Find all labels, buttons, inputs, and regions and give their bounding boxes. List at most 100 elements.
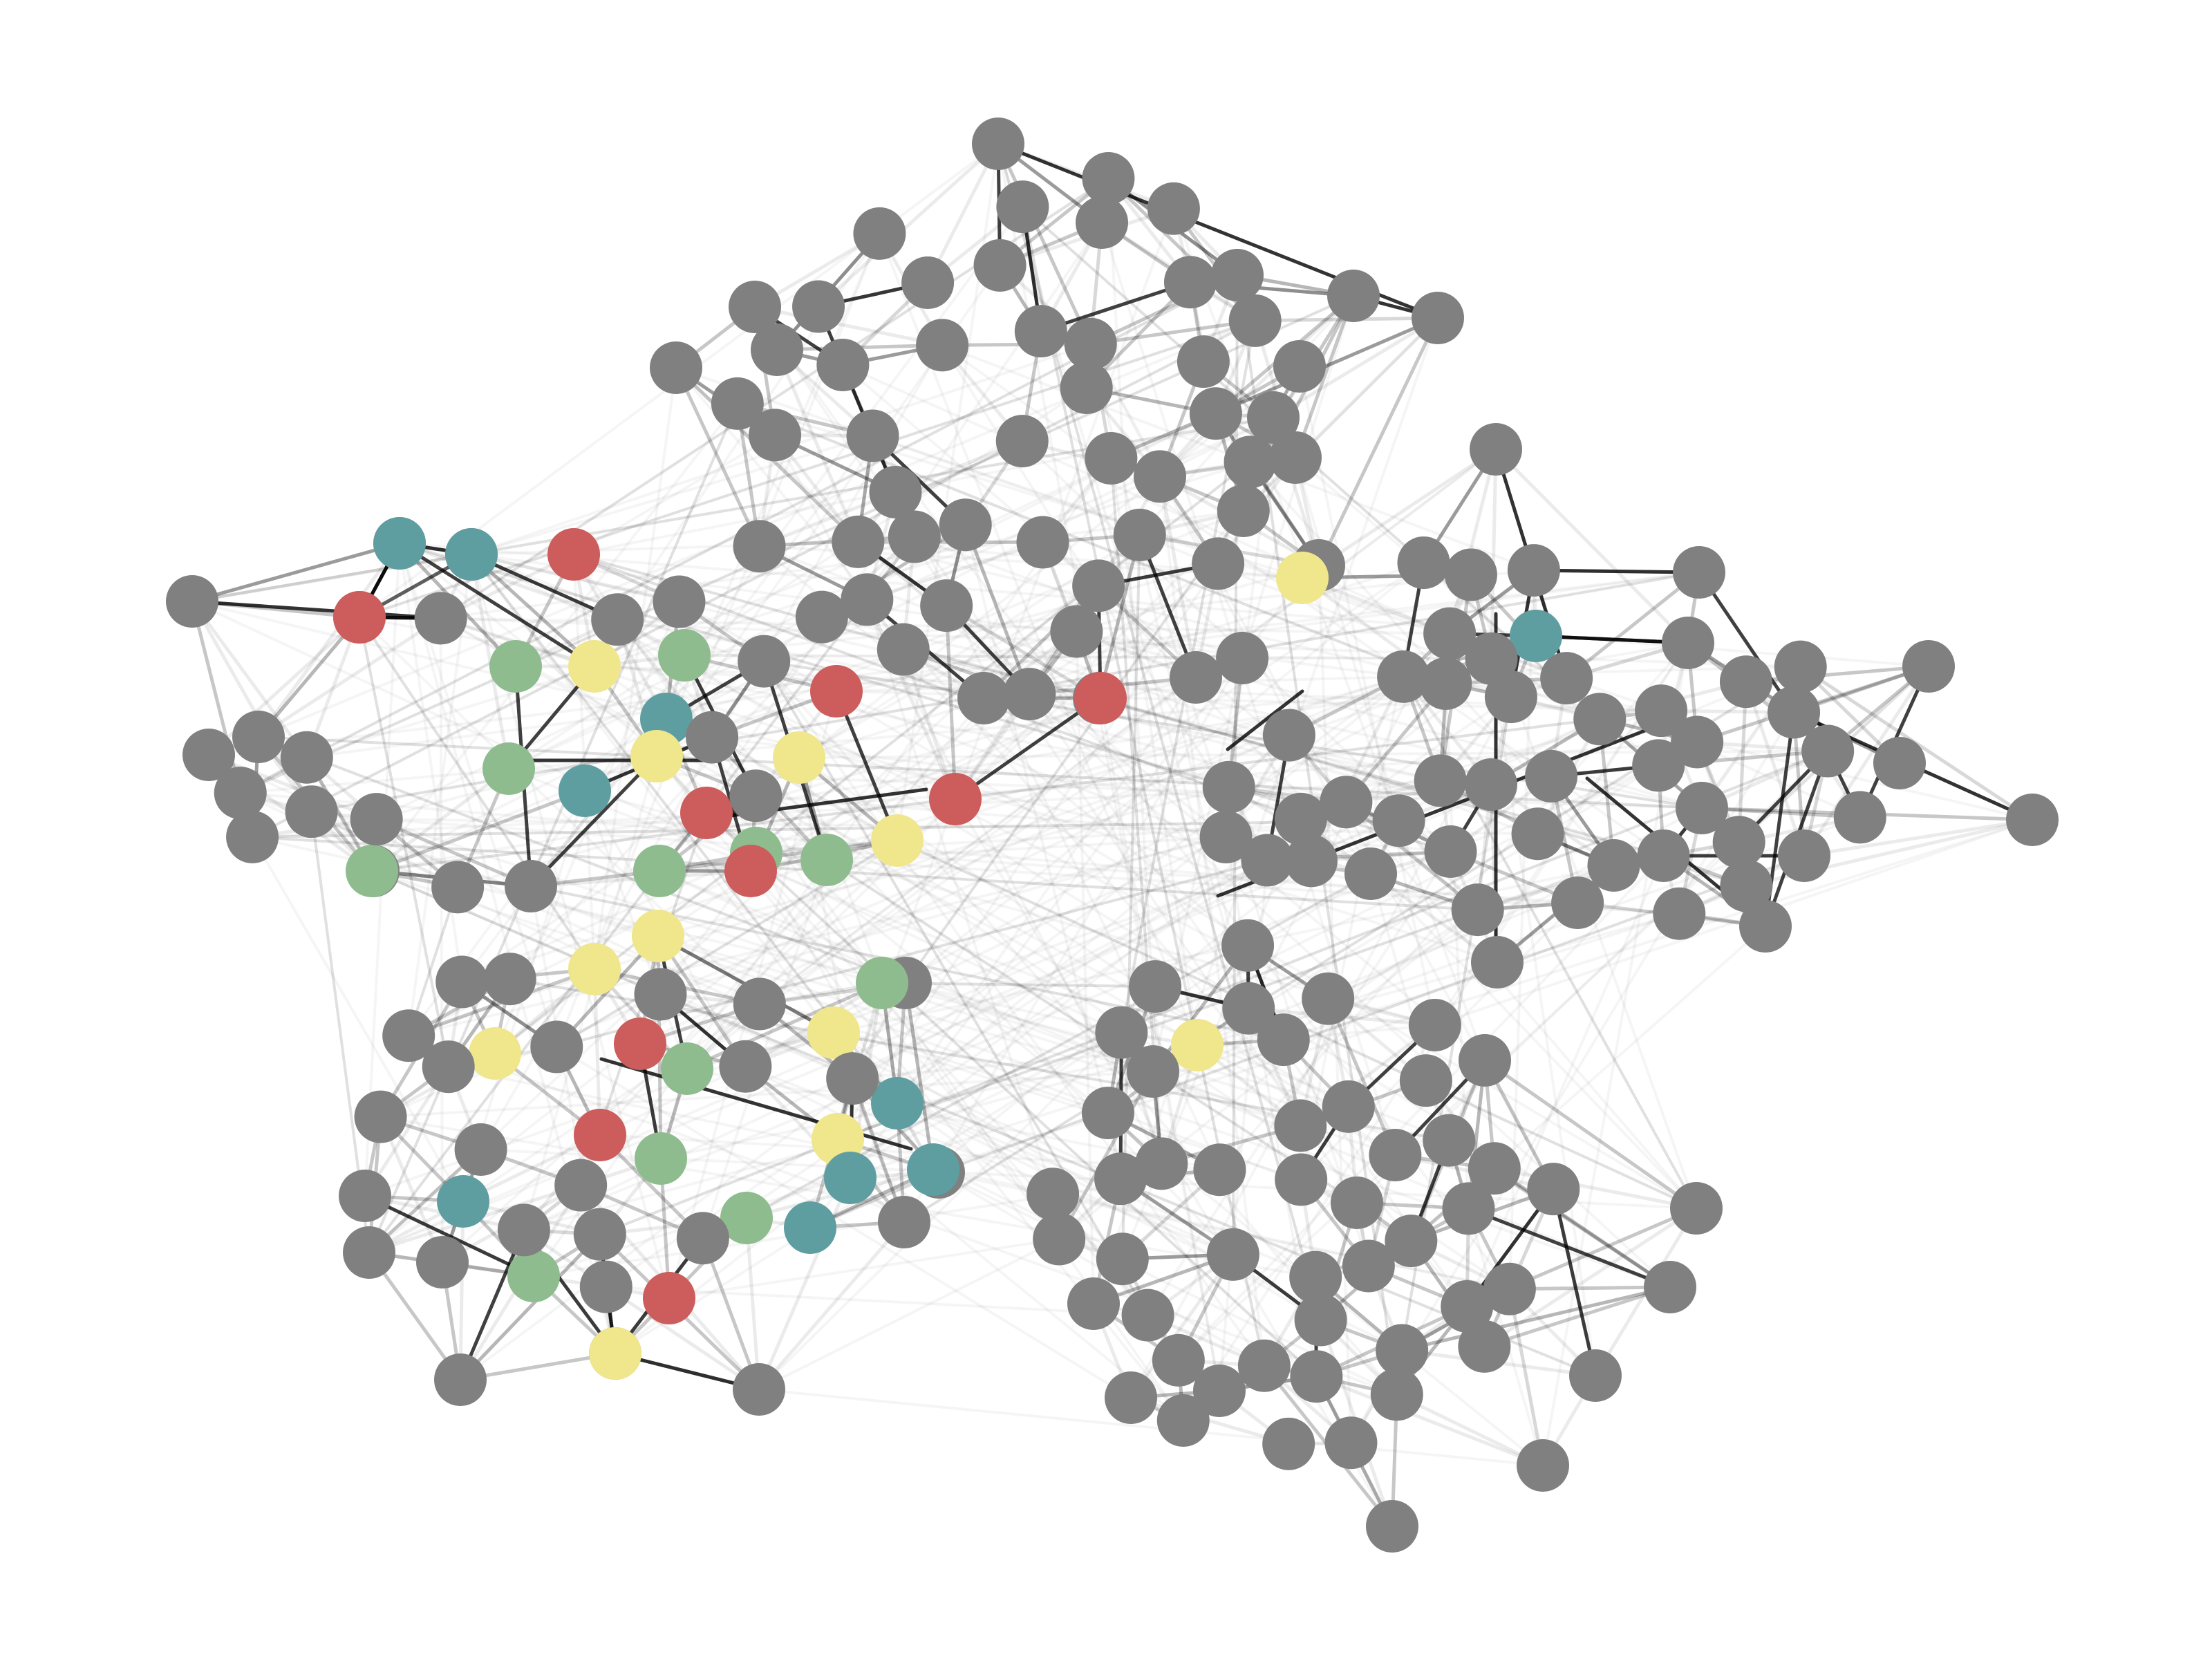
graph-node <box>445 528 498 581</box>
edge-faint <box>1158 474 1198 679</box>
graph-node <box>1105 1371 1157 1424</box>
graph-node <box>729 769 782 823</box>
edge-faint <box>256 616 443 739</box>
graph-node <box>1372 794 1425 847</box>
graph-node <box>182 729 235 781</box>
graph-node <box>957 671 1011 724</box>
edge <box>1744 664 1931 684</box>
graph-node <box>1095 1006 1148 1059</box>
graph-node <box>632 910 684 962</box>
graph-node <box>589 1327 641 1380</box>
edge-faint <box>397 541 619 621</box>
graph-node <box>973 238 1027 292</box>
graph-node <box>1569 1349 1622 1402</box>
edge <box>1214 316 1440 415</box>
graph-node <box>1273 340 1326 393</box>
edge <box>371 789 587 873</box>
edge-faint <box>1314 1374 1545 1468</box>
graph-node <box>1573 693 1627 746</box>
edge-faint <box>1089 342 1373 875</box>
edge <box>1483 1058 1698 1210</box>
graph-node <box>1662 617 1714 669</box>
edge-faint <box>758 448 1497 1006</box>
graph-node <box>680 787 733 839</box>
edge-faint <box>745 764 1660 1219</box>
edge-faint <box>1092 317 1439 1305</box>
graph-node <box>382 1009 435 1062</box>
edge-faint <box>798 584 1100 759</box>
edge <box>190 541 402 603</box>
graph-node <box>1423 1114 1476 1167</box>
edge-faint <box>758 1031 1123 1391</box>
edge-strong <box>397 541 597 668</box>
edge-faint <box>744 1216 761 1391</box>
edge-faint <box>598 749 1830 1236</box>
edge-faint <box>1130 695 1512 1399</box>
edge-faint <box>1158 475 1266 1367</box>
edge <box>1214 411 1321 568</box>
graph-node <box>1441 1280 1494 1333</box>
graph-node <box>568 943 621 995</box>
edge-faint <box>856 540 1486 1062</box>
edge-faint <box>836 562 1220 1141</box>
graph-node <box>1644 1261 1696 1313</box>
graph-node <box>635 1132 687 1185</box>
graph-node <box>1635 684 1688 738</box>
edge-faint <box>593 366 677 971</box>
edge-faint <box>256 541 402 739</box>
edge <box>1492 1166 1672 1289</box>
graph-node <box>214 767 267 820</box>
graph-node <box>554 1159 608 1212</box>
edge <box>1344 800 1480 912</box>
graph-node <box>1442 1182 1495 1235</box>
graph-node <box>1342 1239 1395 1293</box>
edge-faint <box>1298 365 1436 1027</box>
edge-strong <box>834 689 899 843</box>
graph-node <box>489 640 542 693</box>
graph-node <box>1269 431 1322 484</box>
edge-faint <box>904 982 1302 1127</box>
edge-faint <box>964 523 1109 1115</box>
graph-node <box>1444 548 1497 601</box>
edge-faint <box>1271 316 1440 420</box>
graph-node <box>1081 1087 1134 1140</box>
edge-faint <box>1494 447 1690 645</box>
edge-strong <box>697 787 928 822</box>
edge-faint <box>753 305 944 347</box>
edge-faint <box>398 542 1452 853</box>
edge-faint <box>1177 665 1930 1362</box>
graph-node <box>816 338 870 391</box>
graph-node <box>591 593 644 646</box>
edge-faint <box>1196 740 1699 1047</box>
graph-node <box>1302 972 1355 1025</box>
graph-node <box>1833 791 1886 844</box>
edge-faint <box>758 545 1615 867</box>
graph-node <box>1366 1500 1418 1553</box>
graph-node <box>901 256 955 309</box>
edge-faint <box>904 561 1425 984</box>
graph-node <box>1193 1143 1246 1197</box>
edge <box>674 366 762 548</box>
graph-node <box>2006 794 2059 846</box>
graph-node <box>1525 749 1578 803</box>
graph-node <box>1192 537 1245 590</box>
edge <box>1564 570 1701 680</box>
edge-faint <box>851 207 1175 1080</box>
edge-faint <box>507 386 1088 770</box>
graph-node <box>1216 632 1269 685</box>
graph-node <box>1344 847 1398 900</box>
edge-faint <box>375 818 1539 836</box>
edge-faint <box>456 676 1197 889</box>
graph-node <box>810 665 863 718</box>
graph-node <box>559 765 611 817</box>
graph-node <box>1423 607 1477 660</box>
edge-faint <box>398 542 1544 1467</box>
graph-node <box>630 730 683 782</box>
edge <box>1089 319 1257 346</box>
edge-faint <box>903 981 935 1172</box>
edge-strong <box>469 552 619 621</box>
graph-node <box>1902 640 1955 693</box>
edge-faint <box>865 541 1044 601</box>
graph-node <box>972 118 1024 170</box>
graph-node <box>877 623 930 676</box>
